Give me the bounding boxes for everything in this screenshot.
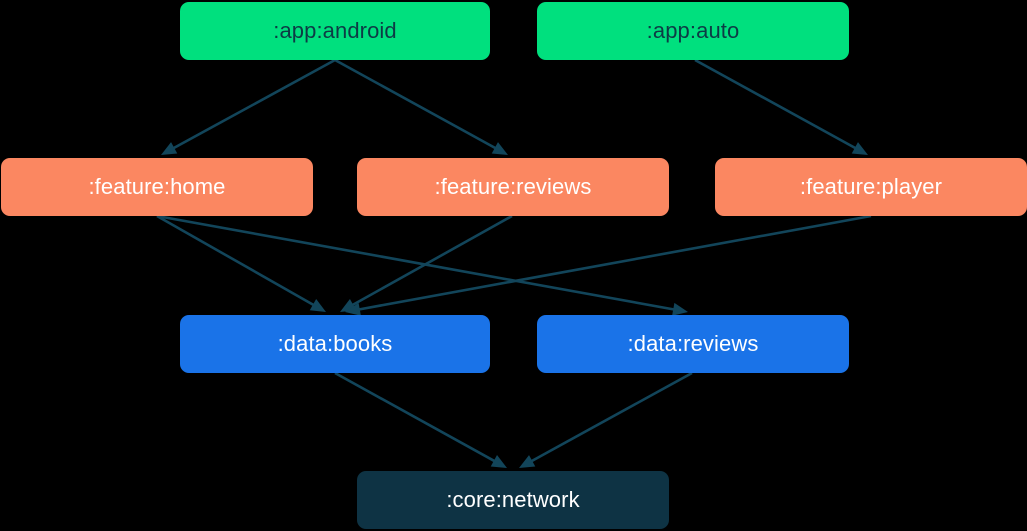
- arrowhead-app-android-to-feature-home: [161, 142, 178, 155]
- edge-app-auto-to-feature-player: [694, 58, 859, 151]
- edge-app-android-to-feature-home: [170, 58, 336, 151]
- arrowhead-feature-home-to-data-reviews: [672, 302, 688, 316]
- node-app-auto[interactable]: :app:auto: [537, 2, 849, 60]
- node-label: :data:reviews: [627, 331, 759, 356]
- node-data-books[interactable]: :data:books: [180, 315, 490, 373]
- node-label: :app:android: [273, 18, 397, 43]
- node-label: :feature:home: [88, 174, 226, 199]
- edge-feature-reviews-to-data-books: [349, 214, 513, 308]
- node-label: :feature:reviews: [434, 174, 592, 199]
- node-label: :core:network: [446, 487, 580, 512]
- edge-data-reviews-to-core-network: [528, 371, 693, 464]
- edge-feature-home-to-data-reviews: [156, 214, 677, 312]
- node-app-android[interactable]: :app:android: [180, 2, 490, 60]
- node-feature-player[interactable]: :feature:player: [715, 158, 1027, 216]
- arrowhead-app-auto-to-feature-player: [851, 142, 868, 155]
- edge-data-books-to-core-network: [334, 371, 498, 464]
- arrowhead-app-android-to-feature-reviews: [491, 142, 508, 155]
- node-core-network[interactable]: :core:network: [357, 471, 669, 529]
- arrowhead-feature-player-to-data-books: [345, 302, 361, 316]
- arrowhead-data-books-to-core-network: [490, 455, 507, 468]
- arrowhead-feature-home-to-data-books: [309, 298, 326, 312]
- node-feature-reviews[interactable]: :feature:reviews: [357, 158, 669, 216]
- node-label: :data:books: [277, 331, 393, 356]
- arrowhead-feature-reviews-to-data-books: [340, 299, 357, 312]
- edge-feature-player-to-data-books: [356, 214, 872, 312]
- edge-app-android-to-feature-reviews: [334, 58, 499, 151]
- node-data-reviews[interactable]: :data:reviews: [537, 315, 849, 373]
- arrowhead-data-reviews-to-core-network: [519, 455, 536, 468]
- edge-feature-home-to-data-books: [156, 214, 317, 308]
- node-label: :feature:player: [799, 174, 943, 199]
- node-feature-home[interactable]: :feature:home: [1, 158, 313, 216]
- node-label: :app:auto: [646, 18, 740, 43]
